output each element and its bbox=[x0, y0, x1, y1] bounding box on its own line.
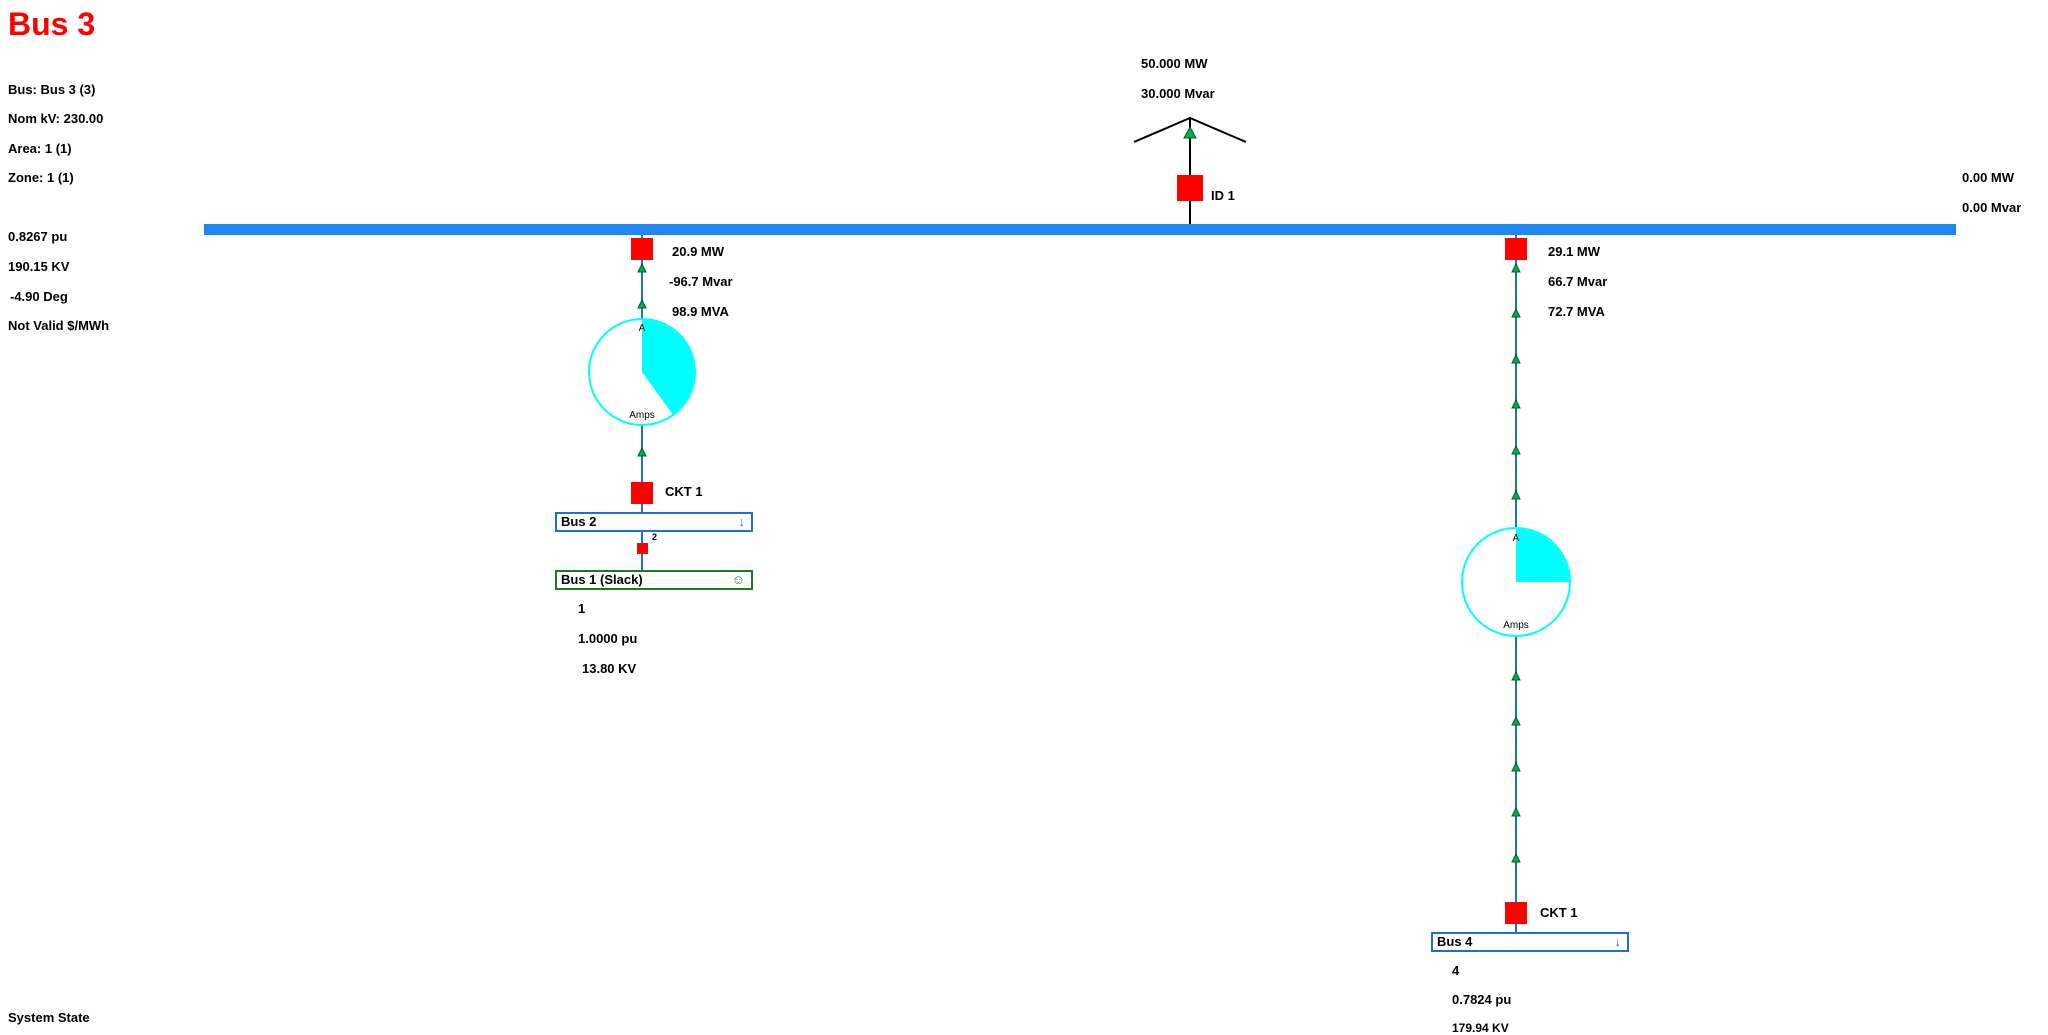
bus-1-slack-box[interactable]: Bus 1 (Slack) ☺ bbox=[555, 570, 753, 590]
bus-price: Not Valid $/MWh bbox=[8, 318, 110, 333]
flow-arrow-icon bbox=[1511, 761, 1521, 772]
bus-4-box[interactable]: Bus 4 ↓ bbox=[1431, 932, 1629, 952]
right-amps-gauge[interactable]: A Amps bbox=[1461, 527, 1571, 637]
bus-4-number: 4 bbox=[1452, 963, 1460, 978]
flow-arrow-icon bbox=[1511, 307, 1521, 318]
zone-info: Zone: 1 (1) bbox=[8, 170, 74, 185]
bus-4-pu: 0.7824 pu bbox=[1452, 992, 1512, 1007]
gauge-letter: A bbox=[1513, 533, 1520, 544]
bus-voltage-pu: 0.8267 pu bbox=[8, 229, 68, 244]
bus-name-info: Bus: Bus 3 (3) bbox=[8, 82, 96, 97]
right-flow-arrows bbox=[1511, 262, 1521, 863]
bus-1-number: 1 bbox=[578, 601, 586, 616]
left-amps-gauge[interactable]: A Amps bbox=[588, 318, 696, 426]
flow-arrow-icon bbox=[637, 298, 647, 309]
system-state-link[interactable]: System State bbox=[8, 1010, 90, 1025]
smiley-icon: ☺ bbox=[731, 572, 745, 587]
bus-4-label: Bus 4 bbox=[1437, 934, 1473, 949]
flow-arrow-icon bbox=[1511, 489, 1521, 500]
bus-2-box[interactable]: Bus 2 ↓ bbox=[555, 512, 753, 532]
left-branch-mva: 98.9 MVA bbox=[672, 304, 729, 319]
arrow-down-icon: ↓ bbox=[738, 514, 746, 529]
bus-voltage-kv: 190.15 KV bbox=[8, 259, 70, 274]
right-branch-mvar: 66.7 Mvar bbox=[1548, 274, 1608, 289]
left-branch-breaker[interactable] bbox=[631, 238, 653, 260]
left-branch-mw: 20.9 MW bbox=[672, 244, 725, 259]
right-branch-mva: 72.7 MVA bbox=[1548, 304, 1605, 319]
load-arrow-symbol[interactable] bbox=[1133, 116, 1247, 143]
flow-arrow-icon bbox=[1511, 444, 1521, 455]
bus-1-kv: 13.80 KV bbox=[582, 661, 637, 676]
page-title: Bus 3 bbox=[8, 6, 96, 42]
bus-4-kv: 179.94 KV bbox=[1452, 1021, 1509, 1035]
nom-kv-info: Nom kV: 230.00 bbox=[8, 111, 104, 126]
flow-arrow-icon bbox=[637, 262, 647, 273]
load-mvar: 30.000 Mvar bbox=[1141, 86, 1215, 101]
flow-arrow-icon bbox=[637, 446, 647, 457]
gauge-unit: Amps bbox=[1503, 620, 1529, 631]
load-mw: 50.000 MW bbox=[1141, 56, 1208, 71]
shunt-mvar: 0.00 Mvar bbox=[1962, 200, 2022, 215]
right-branch-mw: 29.1 MW bbox=[1548, 244, 1601, 259]
flow-arrow-icon bbox=[1511, 398, 1521, 409]
load-id: ID 1 bbox=[1211, 188, 1235, 203]
right-ckt-label: CKT 1 bbox=[1540, 905, 1578, 920]
load-flow-arrow-icon bbox=[1183, 125, 1197, 139]
gauge-letter: A bbox=[639, 323, 646, 334]
flow-arrow-icon bbox=[1511, 262, 1521, 273]
flow-arrow-icon bbox=[1511, 852, 1521, 863]
gauge-unit: Amps bbox=[629, 410, 655, 421]
right-branch-breaker[interactable] bbox=[1505, 238, 1527, 260]
transformer-tap-label: 2 bbox=[652, 532, 658, 542]
bus-3-busbar[interactable] bbox=[204, 224, 1956, 235]
bus-1-pu: 1.0000 pu bbox=[578, 631, 638, 646]
left-ckt-label: CKT 1 bbox=[665, 484, 703, 499]
arrow-down-icon: ↓ bbox=[1614, 934, 1622, 949]
flow-arrow-icon bbox=[1511, 806, 1521, 817]
transformer-breaker[interactable] bbox=[637, 543, 648, 554]
left-branch-mvar: -96.7 Mvar bbox=[669, 274, 733, 289]
area-info: Area: 1 (1) bbox=[8, 141, 72, 156]
left-ckt-breaker[interactable] bbox=[631, 482, 653, 504]
flow-arrow-icon bbox=[1511, 353, 1521, 364]
flow-arrow-icon bbox=[1511, 670, 1521, 681]
load-breaker[interactable] bbox=[1177, 175, 1203, 201]
bus-angle: -4.90 Deg bbox=[10, 289, 68, 304]
shunt-mw: 0.00 MW bbox=[1962, 170, 2015, 185]
bus-2-label: Bus 2 bbox=[561, 514, 597, 529]
flow-arrow-icon bbox=[1511, 715, 1521, 726]
bus-1-label: Bus 1 (Slack) bbox=[561, 572, 643, 587]
right-ckt-breaker[interactable] bbox=[1505, 902, 1527, 924]
